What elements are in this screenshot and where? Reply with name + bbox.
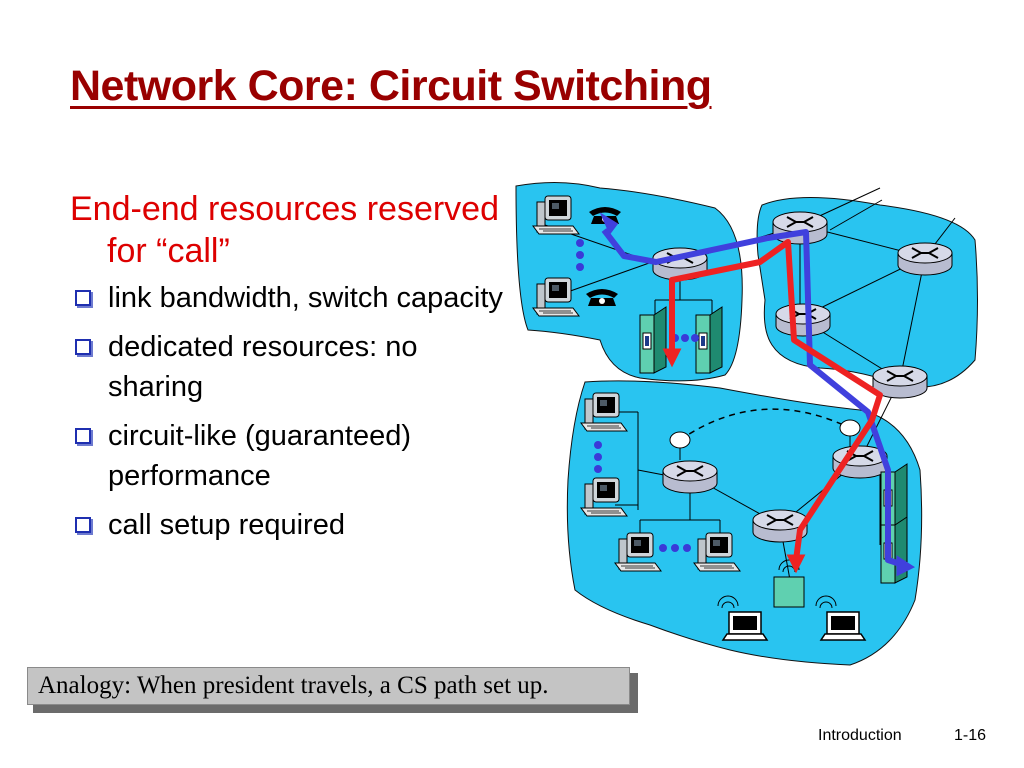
lead-text: End-end resources reserved for “call” — [70, 190, 500, 270]
square-bullet-icon — [75, 517, 91, 533]
bullet-item: dedicated resources: no sharing — [70, 327, 510, 407]
circuit-switching-network-diagram — [515, 181, 978, 666]
analogy-box: Analogy: When president travels, a CS pa… — [27, 667, 630, 705]
square-bullet-icon — [75, 339, 91, 355]
red-arrowhead-icon — [662, 348, 682, 368]
bullet-text: circuit-like (guaranteed) performance — [108, 420, 412, 492]
router-icon — [662, 460, 718, 494]
bullet-item: link bandwidth, switch capacity — [70, 278, 510, 318]
bullet-list: link bandwidth, switch capacity dedicate… — [70, 278, 510, 545]
red-arrowhead-icon — [786, 554, 806, 574]
bullet-text: link bandwidth, switch capacity — [108, 282, 503, 314]
satellite-dish-icon — [839, 419, 861, 448]
red-circuit-path — [669, 239, 883, 561]
footer-section-label: Introduction — [818, 727, 902, 744]
square-bullet-icon — [75, 290, 91, 306]
wireless-base-station-icon — [773, 576, 805, 608]
router-icon — [775, 303, 831, 337]
footer-page-number: 1-16 — [954, 727, 987, 744]
bottom-access-network-cloud — [566, 380, 923, 666]
blue-arrowhead-icon — [896, 555, 916, 577]
router-icon — [772, 211, 828, 245]
blue-arrowhead-icon — [599, 212, 619, 235]
bullet-text: dedicated resources: no sharing — [108, 331, 418, 403]
slide-title: Network Core: Circuit Switching — [70, 62, 712, 110]
bullet-item: call setup required — [70, 505, 510, 545]
laptop-icon — [722, 611, 768, 641]
server-icon — [639, 306, 667, 374]
blue-circuit-path — [601, 228, 907, 569]
server-icon — [695, 306, 723, 374]
router-icon — [897, 242, 953, 276]
satellite-dish-icon — [669, 431, 691, 460]
bullet-item: circuit-like (guaranteed) performance — [70, 416, 510, 496]
square-bullet-icon — [75, 428, 91, 444]
laptop-icon — [820, 611, 866, 641]
slide-body: End-end resources reserved for “call” li… — [70, 188, 510, 554]
bullet-text: call setup required — [108, 509, 345, 541]
